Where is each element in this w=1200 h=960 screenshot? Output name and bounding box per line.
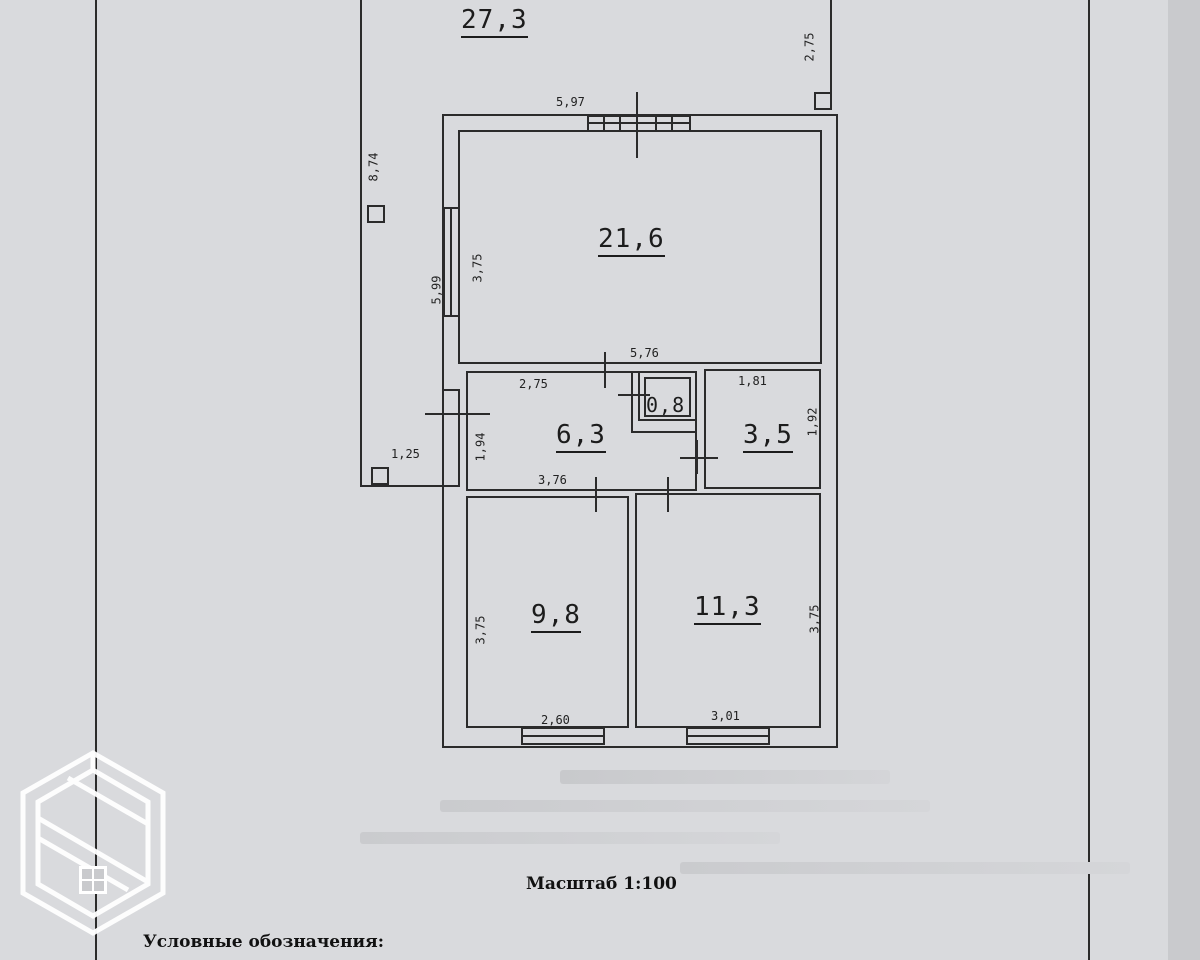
dimension-label: 1,81 <box>738 374 767 388</box>
castle-house-logo-icon <box>20 750 166 936</box>
dimension-label: 1,25 <box>391 447 420 461</box>
post-marker <box>367 205 385 223</box>
dimension-label: 5,76 <box>630 346 659 360</box>
post-marker <box>371 467 389 485</box>
dimension-label: 2,60 <box>541 713 570 727</box>
legend-heading: Условные обозначения: <box>143 932 384 952</box>
dimension-label: 8,74 <box>366 152 381 182</box>
dimension-label: 1,92 <box>805 407 820 437</box>
dimension-label: 5,99 <box>429 275 444 305</box>
dimension-label: 3,76 <box>538 473 567 487</box>
room-3-5-outline <box>704 369 821 489</box>
entry-step <box>442 389 460 487</box>
room-area-label: 27,3 <box>461 5 528 38</box>
dimension-label: 5,97 <box>556 95 585 109</box>
dimension-label: 2,75 <box>802 32 817 62</box>
dimension-label: 3,75 <box>470 253 485 283</box>
dimension-label: 2,75 <box>519 377 548 391</box>
room-area-label: 9,8 <box>531 600 581 633</box>
room-0-8-inner <box>644 377 691 417</box>
bleed-through-text <box>440 800 930 812</box>
room-area-label: 0,8 <box>646 393 686 417</box>
yard-outline <box>360 0 445 487</box>
bleed-through-text <box>560 770 890 784</box>
room-area-label: 11,3 <box>694 592 761 625</box>
scale-caption: Масштаб 1:100 <box>526 874 677 894</box>
room-area-label: 6,3 <box>556 420 606 453</box>
corridor-wall <box>631 372 696 433</box>
dimension-label: 3,01 <box>711 709 740 723</box>
room-area-label: 21,6 <box>598 224 665 257</box>
frame-border-right <box>1088 0 1090 960</box>
room-area-label: 3,5 <box>743 420 793 453</box>
bleed-through-text <box>360 832 780 844</box>
dimension-label: 3,75 <box>473 615 488 645</box>
paper-edge <box>1168 0 1200 960</box>
dimension-label: 3,75 <box>807 604 822 634</box>
bleed-through-text <box>680 862 1130 874</box>
dimension-label: 1,94 <box>473 432 488 462</box>
post-marker <box>814 92 832 110</box>
frame-border-left <box>95 0 97 960</box>
